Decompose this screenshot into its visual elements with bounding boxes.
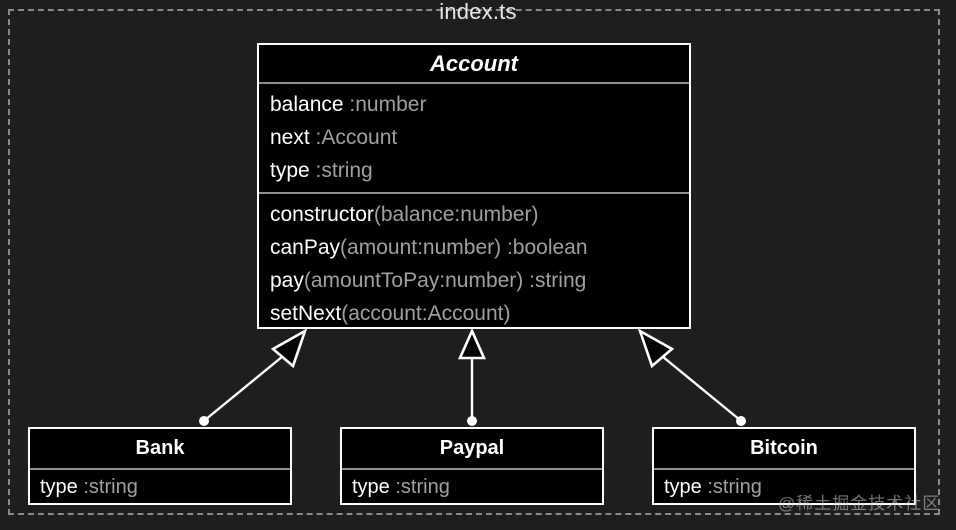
uml-class-paypal[interactable]: Paypal type :string: [340, 427, 604, 505]
attribute-type: :string: [389, 476, 450, 498]
uml-class-account[interactable]: Account balance :number next :Account ty…: [257, 43, 691, 329]
attribute-name: next: [270, 126, 310, 149]
attribute-row: type :string: [654, 472, 914, 503]
method-row: canPay(amount:number) :boolean: [259, 231, 689, 264]
method-name: constructor: [270, 203, 374, 226]
watermark: @稀土掘金技术社区: [778, 494, 941, 513]
method-signature: (amount:number) :boolean: [340, 236, 588, 259]
uml-class-bank[interactable]: Bank type :string: [28, 427, 292, 505]
attributes-compartment-bitcoin: type :string: [654, 470, 914, 505]
method-signature: (balance:number): [373, 203, 539, 226]
attribute-type: :number: [343, 93, 427, 116]
attribute-name: balance: [270, 93, 344, 116]
file-boundary-frame: [8, 9, 940, 515]
attribute-name: type: [40, 476, 78, 498]
method-name: setNext: [270, 302, 342, 325]
method-name: pay: [270, 269, 304, 292]
attribute-row: type :string: [30, 472, 290, 503]
class-name-bank: Bank: [30, 429, 290, 470]
attribute-row: balance :number: [259, 88, 689, 121]
attribute-type: :string: [77, 476, 138, 498]
class-name-paypal: Paypal: [342, 429, 602, 470]
uml-class-bitcoin[interactable]: Bitcoin type :string: [652, 427, 916, 505]
attribute-type: :string: [701, 476, 762, 498]
method-row: setNext(account:Account): [259, 297, 689, 330]
methods-compartment-account: constructor(balance:number) canPay(amoun…: [259, 192, 689, 335]
method-row: pay(amountToPay:number) :string: [259, 264, 689, 297]
file-title: index.ts: [439, 0, 517, 24]
attributes-compartment-account: balance :number next :Account type :stri…: [259, 84, 689, 192]
attribute-type: :string: [309, 159, 373, 182]
attribute-name: type: [270, 159, 310, 182]
attribute-name: type: [664, 476, 702, 498]
class-name-bitcoin: Bitcoin: [654, 429, 914, 470]
method-name: canPay: [270, 236, 341, 259]
method-row: constructor(balance:number): [259, 198, 689, 231]
attribute-row: type :string: [259, 154, 689, 187]
method-signature: (account:Account): [341, 302, 511, 325]
attributes-compartment-paypal: type :string: [342, 470, 602, 505]
attribute-row: next :Account: [259, 121, 689, 154]
attribute-row: type :string: [342, 472, 602, 503]
attribute-type: :Account: [309, 126, 398, 149]
method-signature: (amountToPay:number) :string: [303, 269, 587, 292]
attribute-name: type: [352, 476, 390, 498]
class-name-account: Account: [259, 45, 689, 84]
attributes-compartment-bank: type :string: [30, 470, 290, 505]
